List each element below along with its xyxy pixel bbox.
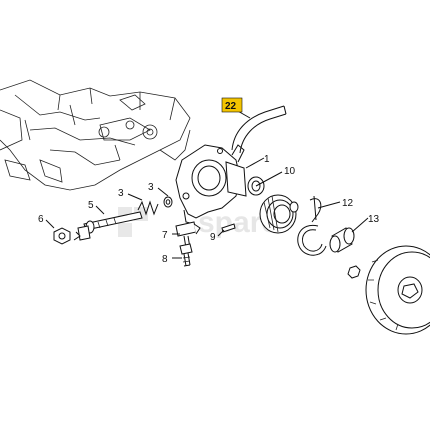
- retaining-ring: [297, 224, 327, 256]
- engine-housing: [0, 79, 191, 191]
- callout-5: 5: [88, 200, 94, 211]
- callout-3a: 3: [118, 188, 124, 199]
- needle-bearing: [329, 227, 355, 253]
- callout-22: 22: [225, 101, 237, 112]
- oil-hose: [231, 105, 287, 154]
- screw-part-8: [179, 243, 193, 267]
- pump-shaft: [73, 211, 143, 241]
- callout-8: 8: [162, 254, 168, 265]
- oil-pump-body: [175, 144, 247, 225]
- nut-part-6: [53, 227, 71, 245]
- callout-7: 7: [162, 230, 168, 241]
- clutch-drum: [365, 245, 430, 335]
- callout-3b: 3: [148, 182, 154, 193]
- spring-clip: [309, 195, 322, 223]
- callout-1: 1: [264, 154, 270, 165]
- callout-12: 12: [342, 198, 354, 209]
- callout-labels: 22 1 10 12 13 3 3 5 6 7 8 9: [38, 101, 380, 265]
- callout-9: 9: [210, 232, 216, 243]
- washer-part-10: [247, 176, 265, 196]
- callout-13: 13: [368, 214, 380, 225]
- spring-part-3: [137, 200, 159, 216]
- worm-gear: [259, 194, 299, 234]
- washer-part-3b: [163, 196, 173, 208]
- leader-lines: [45, 109, 369, 259]
- callout-6: 6: [38, 214, 44, 225]
- callout-22-highlight: [221, 97, 243, 113]
- small-nut: [347, 265, 361, 279]
- callout-10: 10: [284, 166, 296, 177]
